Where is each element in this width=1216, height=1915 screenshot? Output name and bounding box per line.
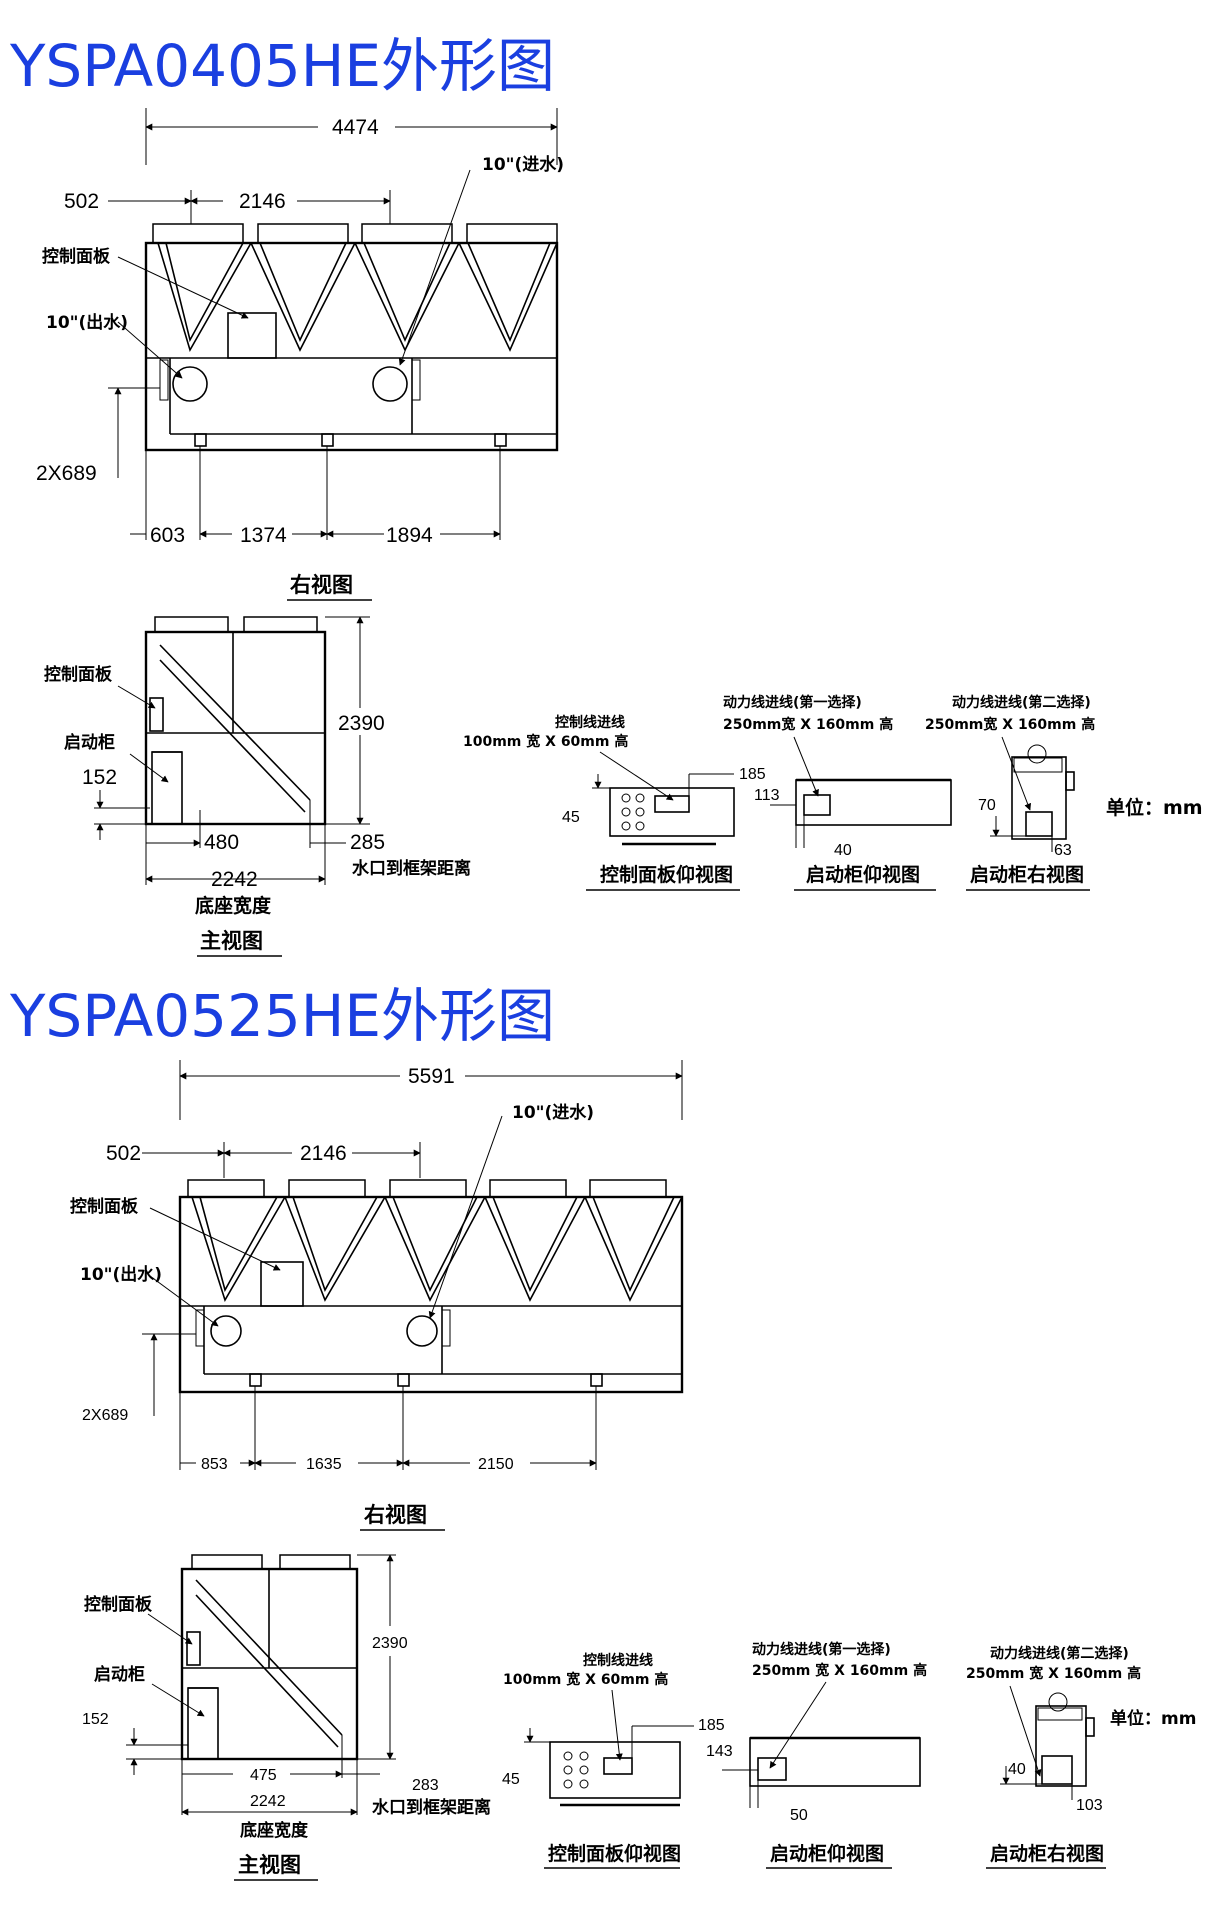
dim-total: 4474 bbox=[332, 116, 379, 139]
caption-right-view: 右视图 bbox=[364, 1503, 427, 1527]
label-power-size-2: 250mm 宽 X 160mm 高 bbox=[966, 1665, 1141, 1682]
dim-113: 113 bbox=[754, 787, 780, 804]
dim-fan-pitch: 2146 bbox=[300, 1142, 347, 1165]
dim-143: 143 bbox=[706, 1743, 733, 1760]
section-2: YSPA0525HE外形图 5591 502 2146 bbox=[9, 982, 1196, 1881]
label-cable-inlet: 控制线进线 bbox=[583, 1652, 653, 1669]
main-view: 控制面板 启动柜 2390 152 480 285 水口 bbox=[44, 616, 471, 957]
label-outlet: 10"(出水) bbox=[46, 312, 128, 333]
caption-st-bottom: 启动柜仰视图 bbox=[770, 1842, 884, 1865]
label-inlet: 10"(进水) bbox=[512, 1102, 594, 1123]
label-starter: 启动柜 bbox=[64, 732, 115, 753]
label-water-distance: 水口到框架距离 bbox=[372, 1797, 491, 1818]
dim-base-1: 603 bbox=[150, 524, 185, 547]
dim-40: 40 bbox=[834, 842, 852, 859]
label-power-inlet-2: 动力线进线(第二选择) bbox=[952, 694, 1091, 711]
dim-50: 50 bbox=[790, 1807, 808, 1824]
label-power-inlet-2: 动力线进线(第二选择) bbox=[990, 1645, 1129, 1662]
dim-total: 5591 bbox=[408, 1065, 455, 1088]
label-cable-size: 100mm 宽 X 60mm 高 bbox=[503, 1671, 668, 1688]
label-control-panel: 控制面板 bbox=[70, 1196, 139, 1217]
starter-bottom-view: 动力线进线(第一选择) 250mm 宽 X 160mm 高 143 50 启动柜… bbox=[706, 1641, 927, 1869]
label-outlet: 10"(出水) bbox=[80, 1264, 162, 1285]
dim-152: 152 bbox=[82, 1711, 109, 1728]
label-control-panel: 控制面板 bbox=[44, 664, 113, 685]
label-power-size-2: 250mm宽 X 160mm 高 bbox=[925, 716, 1095, 733]
dim-283: 283 bbox=[412, 1777, 439, 1794]
starter-right-view: 动力线进线(第二选择) 250mm 宽 X 160mm 高 40 103 启动柜… bbox=[966, 1645, 1141, 1869]
right-view: 5591 502 2146 bbox=[70, 1060, 684, 1531]
dim-63: 63 bbox=[1054, 842, 1072, 859]
label-control-panel: 控制面板 bbox=[84, 1594, 153, 1615]
dim-480: 480 bbox=[204, 831, 239, 854]
dim-45: 45 bbox=[502, 1771, 520, 1788]
dim-height: 2X689 bbox=[36, 462, 97, 485]
dim-base-3: 2150 bbox=[478, 1456, 514, 1473]
dim-height: 2X689 bbox=[82, 1407, 128, 1424]
dim-base-3: 1894 bbox=[386, 524, 433, 547]
caption-st-right: 启动柜右视图 bbox=[970, 863, 1084, 886]
control-panel-bottom-view: 控制线进线 100mm 宽 X 60mm 高 185 45 控制面板仰视图 bbox=[463, 714, 766, 891]
main-view: 控制面板 启动柜 2390 152 475 283 水口到框架距离 22 bbox=[82, 1554, 491, 1881]
dim-base-width: 2242 bbox=[250, 1793, 286, 1810]
dim-475: 475 bbox=[250, 1767, 277, 1784]
caption-main-view: 主视图 bbox=[200, 929, 263, 953]
control-panel-bottom-view: 控制线进线 100mm 宽 X 60mm 高 185 45 控制面板仰视图 bbox=[502, 1652, 725, 1869]
dim-base-2: 1635 bbox=[306, 1456, 342, 1473]
caption-cp-bottom: 控制面板仰视图 bbox=[600, 863, 733, 886]
dim-fan-pitch: 2146 bbox=[239, 190, 286, 213]
caption-main-view: 主视图 bbox=[238, 1853, 301, 1877]
caption-st-bottom: 启动柜仰视图 bbox=[806, 863, 920, 886]
dim-height: 2390 bbox=[372, 1635, 408, 1652]
label-control-panel: 控制面板 bbox=[42, 246, 111, 267]
caption-cp-bottom: 控制面板仰视图 bbox=[548, 1842, 681, 1865]
dim-45: 45 bbox=[562, 809, 580, 826]
section-1: YSPA0405HE外形图 4474 502 2146 bbox=[9, 32, 1203, 957]
dim-base-width: 2242 bbox=[211, 868, 258, 891]
dim-height: 2390 bbox=[338, 712, 385, 735]
units-label: 单位：mm bbox=[1106, 796, 1203, 819]
section-title: YSPA0525HE外形图 bbox=[9, 982, 555, 1050]
dim-base-1: 853 bbox=[201, 1456, 228, 1473]
right-view: 4474 502 2146 bbox=[36, 108, 564, 601]
dim-285: 285 bbox=[350, 831, 385, 854]
section-title: YSPA0405HE外形图 bbox=[9, 32, 555, 100]
label-power-size: 250mm 宽 X 160mm 高 bbox=[752, 1662, 927, 1679]
dim-40: 40 bbox=[1008, 1761, 1026, 1778]
caption-right-view: 右视图 bbox=[290, 573, 353, 597]
dim-103: 103 bbox=[1076, 1797, 1103, 1814]
label-power-inlet: 动力线进线(第一选择) bbox=[752, 1641, 891, 1658]
label-base-width: 底座宽度 bbox=[195, 894, 272, 917]
caption-st-right: 启动柜右视图 bbox=[990, 1842, 1104, 1865]
label-cable-size: 100mm 宽 X 60mm 高 bbox=[463, 733, 628, 750]
dim-185: 185 bbox=[739, 766, 766, 783]
dim-70: 70 bbox=[978, 797, 996, 814]
starter-bottom-view: 动力线进线(第一选择) 250mm宽 X 160mm 高 113 40 启动柜仰… bbox=[723, 694, 952, 891]
dim-left-offset: 502 bbox=[106, 1142, 141, 1165]
label-water-distance: 水口到框架距离 bbox=[352, 858, 471, 879]
label-power-size: 250mm宽 X 160mm 高 bbox=[723, 716, 893, 733]
label-inlet: 10"(进水) bbox=[482, 154, 564, 175]
starter-right-view: 动力线进线(第二选择) 250mm宽 X 160mm 高 70 63 启动柜右视… bbox=[925, 694, 1095, 891]
dim-left-offset: 502 bbox=[64, 190, 99, 213]
label-cable-inlet: 控制线进线 bbox=[555, 714, 625, 731]
label-power-inlet: 动力线进线(第一选择) bbox=[723, 694, 862, 711]
dim-185: 185 bbox=[698, 1717, 725, 1734]
label-starter: 启动柜 bbox=[94, 1664, 145, 1685]
units-label: 单位：mm bbox=[1110, 1708, 1196, 1729]
label-base-width: 底座宽度 bbox=[240, 1820, 309, 1841]
dim-152: 152 bbox=[82, 766, 117, 789]
dim-base-2: 1374 bbox=[240, 524, 287, 547]
